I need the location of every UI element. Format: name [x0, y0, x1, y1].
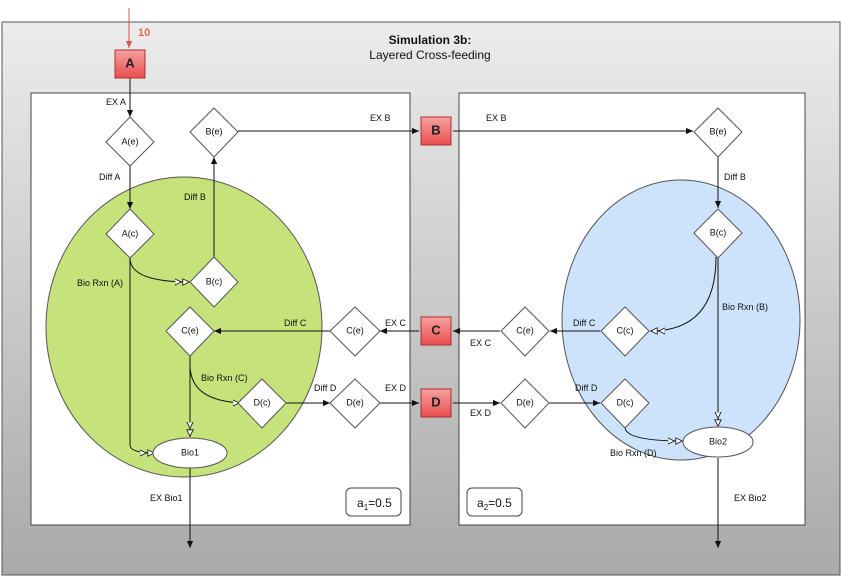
- node-b-e-2: B(e): [693, 107, 743, 158]
- node-d-c-2: D(c): [600, 378, 650, 429]
- label-ex-b-1: EX B: [370, 113, 391, 123]
- diagram-title: Simulation 3b:: [389, 33, 472, 47]
- node-b-e-1-label: B(e): [205, 126, 222, 136]
- node-c-e-1-inner-label: C(e): [181, 325, 199, 335]
- label-bio-rxn-c: Bio Rxn (C): [201, 373, 248, 383]
- node-a-e-1-label: A(e): [121, 136, 138, 146]
- node-c-e-2-label: C(e): [516, 325, 534, 335]
- label-diff-d-2: Diff D: [575, 383, 598, 393]
- external-node-a-label: A: [125, 55, 135, 70]
- label-ex-d-2: EX D: [470, 408, 492, 418]
- node-d-e-2: D(e): [500, 378, 550, 429]
- external-node-c: C: [420, 316, 452, 346]
- label-diff-d-1: Diff D: [314, 383, 337, 393]
- node-d-c-1: D(c): [237, 378, 287, 429]
- external-node-b: B: [420, 116, 452, 146]
- label-bio-rxn-d: Bio Rxn (D): [610, 448, 657, 458]
- label-ex-d-1: EX D: [385, 383, 407, 393]
- node-bio2-label: Bio2: [709, 436, 727, 446]
- node-d-e-1: D(e): [329, 378, 381, 429]
- node-b-c-1-label: B(c): [206, 276, 223, 286]
- external-node-d-label: D: [431, 394, 440, 409]
- node-a-e-1: A(e): [105, 116, 155, 167]
- label-diff-c-1: Diff C: [284, 318, 307, 328]
- node-b-e-1: B(e): [189, 107, 239, 158]
- abundance-box-2: a2=0.5: [466, 487, 523, 517]
- diagram-subtitle: Layered Cross-feeding: [369, 48, 490, 62]
- node-b-c-2: B(c): [693, 208, 743, 259]
- node-a-c-1: A(c): [105, 208, 155, 259]
- label-bio-rxn-a: Bio Rxn (A): [77, 278, 123, 288]
- label-ex-b-2: EX B: [486, 113, 507, 123]
- label-diff-a: Diff A: [99, 172, 120, 182]
- label-ex-bio1: EX Bio1: [150, 493, 183, 503]
- label-ex-c-2: EX C: [470, 338, 492, 348]
- node-c-c-2: C(c): [600, 306, 650, 357]
- node-d-e-1-label: D(e): [346, 397, 364, 407]
- external-node-d: D: [420, 388, 452, 418]
- node-b-e-2-label: B(e): [709, 126, 726, 136]
- external-node-b-label: B: [431, 122, 440, 137]
- node-c-e-1-outer-label: C(e): [346, 325, 364, 335]
- label-diff-b: Diff B: [184, 192, 206, 202]
- edge-bio-rxn-c-to-dc: [189, 364, 248, 403]
- label-ex-c-1: EX C: [385, 318, 407, 328]
- node-b-c-2-label: B(c): [710, 227, 727, 237]
- abundance-2-text: a2=0.5: [477, 496, 512, 512]
- node-c-e-2: C(e): [500, 306, 550, 357]
- node-bio1-label: Bio1: [181, 447, 199, 457]
- label-ex-bio2: EX Bio2: [734, 493, 767, 503]
- edge-bio-rxn-a-to-bio1-end: [129, 444, 155, 453]
- node-d-c-2-label: D(c): [617, 397, 634, 407]
- node-c-e-1-outer: C(e): [329, 306, 381, 357]
- inflow-value: 10: [138, 27, 150, 39]
- node-b-c-1: B(c): [189, 256, 239, 308]
- node-c-c-2-label: C(c): [617, 325, 634, 335]
- edge-bio-rxn-b-to-cc: [650, 256, 717, 331]
- abundance-1-text: a1=0.5: [357, 496, 392, 512]
- abundance-box-1: a1=0.5: [345, 487, 402, 517]
- node-bio2: Bio2: [682, 426, 754, 458]
- node-c-e-1-inner: C(e): [165, 306, 215, 357]
- label-bio-rxn-b: Bio Rxn (B): [722, 302, 768, 312]
- label-ex-a: EX A: [106, 97, 126, 107]
- cell-2: [561, 179, 801, 461]
- node-d-e-2-label: D(e): [516, 397, 534, 407]
- edge-bio-rxn-d-to-bio2: [624, 426, 683, 441]
- node-bio1: Bio1: [152, 437, 228, 469]
- label-diff-c-2: Diff C: [573, 318, 596, 328]
- external-node-c-label: C: [431, 322, 441, 337]
- label-diff-b-2: Diff B: [724, 172, 746, 182]
- node-d-c-1-label: D(c): [254, 397, 271, 407]
- external-node-a: A: [114, 49, 146, 79]
- node-a-c-1-label: A(c): [122, 228, 139, 238]
- edge-bio-rxn-a-to-bc: [129, 257, 190, 282]
